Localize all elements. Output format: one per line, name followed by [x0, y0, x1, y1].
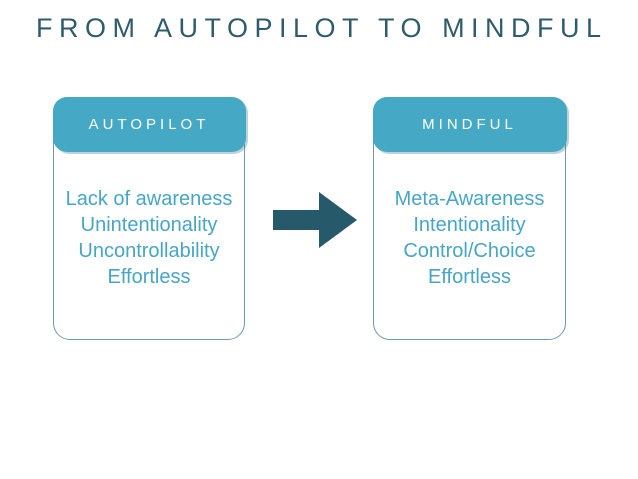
mindful-card: MINDFUL Meta-Awareness Intentionality Co…	[372, 96, 567, 340]
mindful-line-3: Control/Choice	[403, 240, 536, 262]
mindful-card-header-label: MINDFUL	[422, 115, 517, 133]
autopilot-line-4: Effortless	[107, 266, 191, 288]
autopilot-card-body: Lack of awareness Unintentionality Uncon…	[54, 153, 244, 339]
mindful-line-4: Effortless	[428, 266, 511, 288]
right-arrow-icon	[273, 192, 357, 248]
autopilot-card-header-label: AUTOPILOT	[88, 115, 210, 133]
mindful-card-body: Meta-Awareness Intentionality Control/Ch…	[374, 153, 565, 339]
autopilot-line-1: Lack of awareness	[65, 188, 233, 210]
mindful-line-1: Meta-Awareness	[394, 188, 545, 210]
mindful-card-header: MINDFUL	[372, 96, 567, 152]
autopilot-line-2: Unintentionality	[80, 214, 218, 236]
autopilot-line-3: Uncontrollability	[78, 240, 220, 262]
autopilot-card: AUTOPILOT Lack of awareness Unintentiona…	[52, 96, 246, 340]
mindful-line-2: Intentionality	[413, 214, 526, 236]
slide-title: FROM AUTOPILOT TO MINDFUL	[36, 13, 608, 43]
autopilot-card-header: AUTOPILOT	[52, 96, 246, 152]
